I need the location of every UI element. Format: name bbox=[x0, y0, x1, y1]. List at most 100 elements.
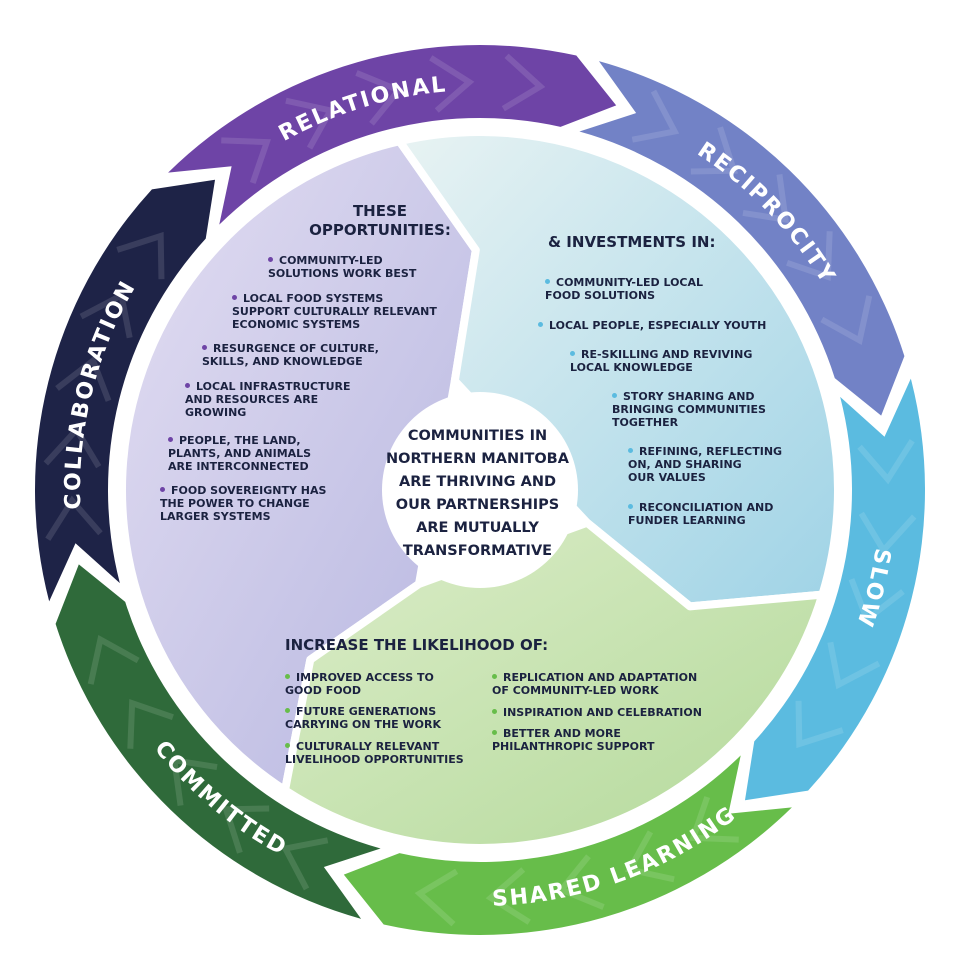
ring-texture-mark bbox=[848, 578, 905, 625]
likelihood-sector bbox=[281, 518, 827, 852]
likelihood-item: INSPIRATION AND CELEBRATION bbox=[492, 706, 702, 719]
ring-texture-mark bbox=[501, 53, 546, 112]
ring-texture-mark bbox=[355, 70, 404, 126]
ring-texture-mark bbox=[79, 290, 133, 339]
ring-segment-relational bbox=[168, 45, 617, 225]
bullet-dot bbox=[285, 674, 290, 679]
inner-sectors bbox=[118, 128, 842, 852]
bullet-dot bbox=[492, 730, 497, 735]
investments-sector bbox=[395, 128, 842, 611]
bullet-dot bbox=[628, 504, 633, 509]
ring-segment-committed bbox=[55, 564, 381, 919]
center-circle bbox=[382, 392, 578, 588]
bullet-dot bbox=[285, 743, 290, 748]
bullet-dot bbox=[168, 437, 173, 442]
bullet-dot bbox=[538, 322, 543, 327]
ring-texture-mark bbox=[857, 439, 915, 485]
ring-texture-mark bbox=[87, 634, 140, 685]
opportunity-item-text: RESURGENCE OF CULTURE,SKILLS, AND KNOWLE… bbox=[202, 342, 379, 368]
ring-texture-mark bbox=[795, 700, 844, 749]
ring-texture-mark bbox=[127, 699, 174, 749]
left-section-title: THESE OPPORTUNITIES: bbox=[309, 202, 451, 239]
ring-segment-collaboration bbox=[34, 179, 216, 602]
right-section-title: & INVESTMENTS IN: bbox=[548, 233, 716, 251]
investment-item: LOCAL PEOPLE, ESPECIALLY YOUTH bbox=[538, 319, 766, 332]
bullet-dot bbox=[492, 709, 497, 714]
bullet-dot bbox=[285, 708, 290, 713]
investment-item-text: LOCAL PEOPLE, ESPECIALLY YOUTH bbox=[549, 319, 767, 332]
bullet-dot bbox=[160, 487, 165, 492]
bullet-dot bbox=[628, 448, 633, 453]
bullet-dot bbox=[185, 383, 190, 388]
center-statement: COMMUNITIES IN NORTHERN MANITOBA ARE THR… bbox=[386, 428, 569, 559]
ring-texture-mark bbox=[631, 89, 680, 143]
ring-segment-shared-learning bbox=[343, 755, 792, 935]
ring-texture-mark bbox=[858, 511, 917, 556]
ring-texture-mark bbox=[624, 830, 675, 883]
ring-texture-mark bbox=[280, 837, 329, 891]
bullet-dot bbox=[612, 393, 617, 398]
ring-segment-slow bbox=[744, 378, 926, 801]
bottom-section-title: INCREASE THE LIKELIHOOD OF: bbox=[285, 636, 549, 654]
ring-texture-mark bbox=[820, 295, 873, 346]
bullet-dot bbox=[202, 345, 207, 350]
ring-texture-mark bbox=[116, 231, 165, 280]
bullet-dot bbox=[570, 351, 575, 356]
bullet-dot bbox=[545, 279, 550, 284]
ring-texture-mark bbox=[690, 126, 739, 175]
ring-texture-mark bbox=[414, 868, 459, 927]
ring-texture-mark bbox=[556, 854, 605, 910]
opportunity-item: RESURGENCE OF CULTURE,SKILLS, AND KNOWLE… bbox=[202, 342, 379, 368]
likelihood-item-text: INSPIRATION AND CELEBRATION bbox=[503, 706, 702, 719]
ring-texture-mark bbox=[221, 137, 271, 184]
ring-texture-mark bbox=[786, 231, 833, 281]
ring-texture-mark bbox=[742, 174, 790, 224]
ring-segment-reciprocity bbox=[579, 61, 905, 416]
ring-texture-mark bbox=[55, 355, 112, 402]
ring-texture-mark bbox=[485, 867, 531, 925]
opportunities-sector bbox=[118, 137, 480, 795]
ring-texture-mark bbox=[43, 424, 102, 469]
bullet-dot bbox=[492, 674, 497, 679]
ring-texture-mark bbox=[689, 796, 739, 843]
principles-ring bbox=[34, 45, 926, 935]
ring-texture-mark bbox=[429, 55, 475, 113]
ring-texture-mark bbox=[827, 641, 881, 690]
bullet-dot bbox=[232, 295, 237, 300]
ring-texture-mark bbox=[45, 495, 103, 541]
ring-texture-mark bbox=[170, 756, 218, 806]
bullet-dot bbox=[268, 257, 273, 262]
ring-texture-mark bbox=[285, 97, 336, 150]
